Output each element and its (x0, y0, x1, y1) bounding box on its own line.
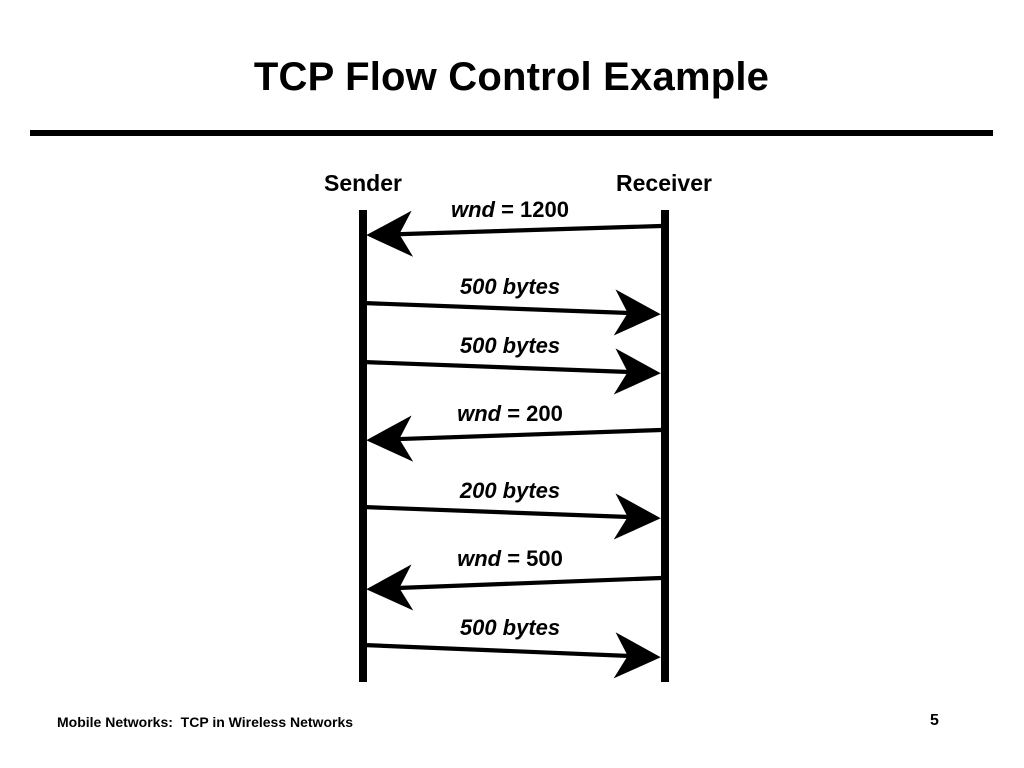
message-label-2: 500 bytes (459, 274, 561, 299)
arrow-message-4 (366, 415, 662, 462)
message-label-6: wnd = 500 (340, 546, 680, 572)
title-divider (30, 130, 993, 136)
message-4-var: wnd (457, 401, 502, 426)
message-6-value: = 500 (501, 546, 563, 571)
message-label-3: 500 bytes (459, 333, 561, 358)
page-number: 5 (930, 712, 939, 729)
arrow-message-5 (362, 493, 661, 540)
message-label-7: 500 bytes (459, 615, 561, 640)
arrow-message-2 (362, 289, 661, 336)
arrow-message-1 (366, 210, 662, 257)
arrow-message-7 (362, 632, 661, 679)
arrow-message-6 (366, 564, 662, 611)
lifeline-sender (359, 210, 367, 682)
lifeline-receiver (661, 210, 669, 682)
page-title: TCP Flow Control Example (253, 55, 770, 99)
message-label-1: wnd = 1200 (340, 197, 680, 223)
message-6-var: wnd (457, 546, 502, 571)
arrow-message-3 (362, 348, 661, 395)
party-label-sender: Sender (324, 170, 402, 196)
message-label-5: 200 bytes (459, 478, 561, 503)
party-label-receiver: Receiver (616, 170, 712, 196)
footer-label: Mobile Networks: TCP in Wireless Network… (57, 714, 354, 730)
message-1-value: = 1200 (494, 197, 569, 222)
message-4-value: = 200 (501, 401, 563, 426)
message-1-var: wnd (450, 197, 495, 222)
message-label-4: wnd = 200 (340, 401, 680, 427)
